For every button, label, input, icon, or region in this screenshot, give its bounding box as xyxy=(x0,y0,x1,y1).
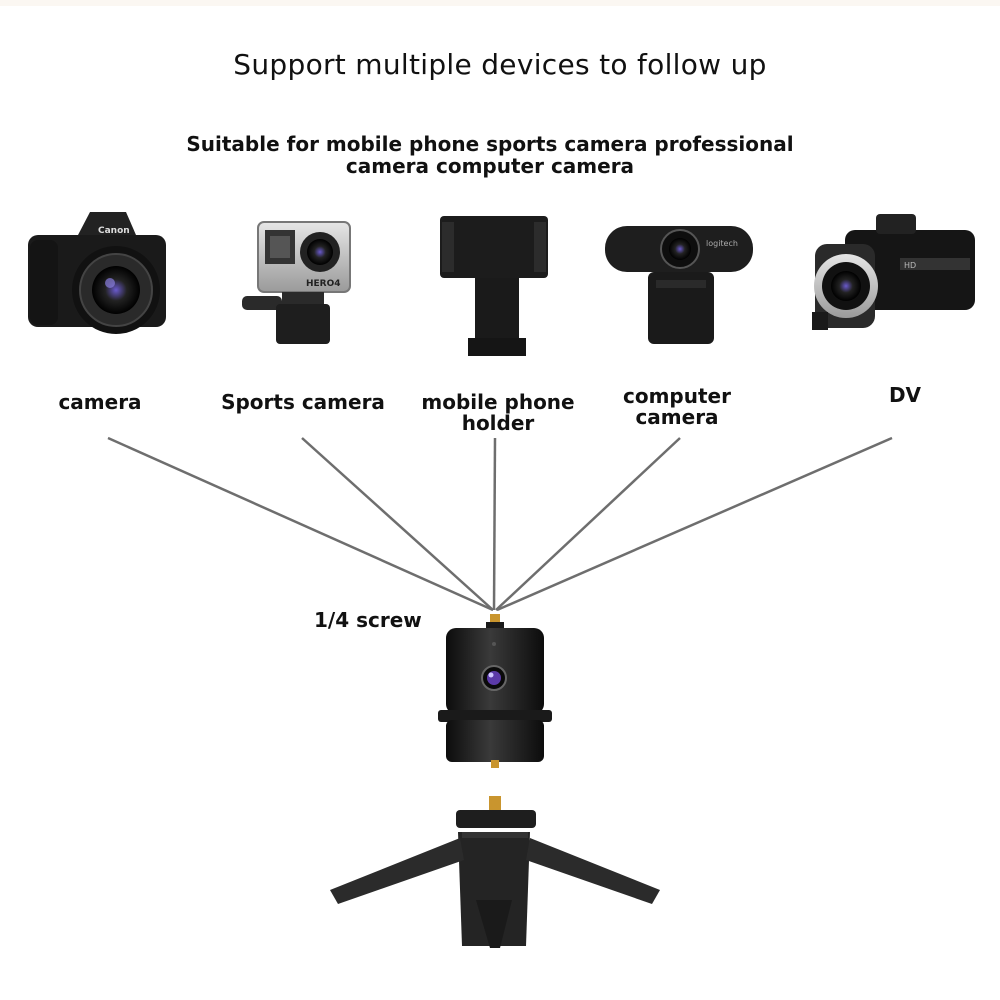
label-mobile-phone-holder: mobile phone holder xyxy=(421,390,575,435)
dslr-camera-icon: Canon xyxy=(28,212,166,334)
camcorder-icon: HD xyxy=(812,214,975,330)
webcam-icon: logitech xyxy=(605,226,753,344)
line-phone-holder xyxy=(492,437,497,611)
label-sports-camera: Sports camera xyxy=(221,390,385,414)
action-camera-icon: HERO4 xyxy=(242,221,351,344)
label-dv: DV xyxy=(888,383,922,407)
svg-text:HERO4: HERO4 xyxy=(306,279,341,289)
label-computer-camera: computer camera xyxy=(623,384,731,429)
svg-text:Canon: Canon xyxy=(98,226,130,236)
screw-label: 1/4 screw xyxy=(314,608,422,632)
line-dv xyxy=(496,436,893,612)
page-subtitle: Suitable for mobile phone sports camera … xyxy=(186,132,794,178)
gimbal-head xyxy=(438,614,552,768)
top-strip xyxy=(0,0,1000,6)
page-title: Support multiple devices to follow up xyxy=(233,48,767,81)
svg-text:logitech: logitech xyxy=(706,239,738,248)
tripod xyxy=(330,796,660,948)
line-computer-camera xyxy=(495,437,681,611)
svg-text:HD: HD xyxy=(904,261,916,270)
phone-holder-icon xyxy=(440,216,548,356)
label-camera: camera xyxy=(58,390,142,414)
line-camera xyxy=(107,436,494,612)
connector-lines xyxy=(107,436,893,612)
line-sports-camera xyxy=(301,437,494,611)
